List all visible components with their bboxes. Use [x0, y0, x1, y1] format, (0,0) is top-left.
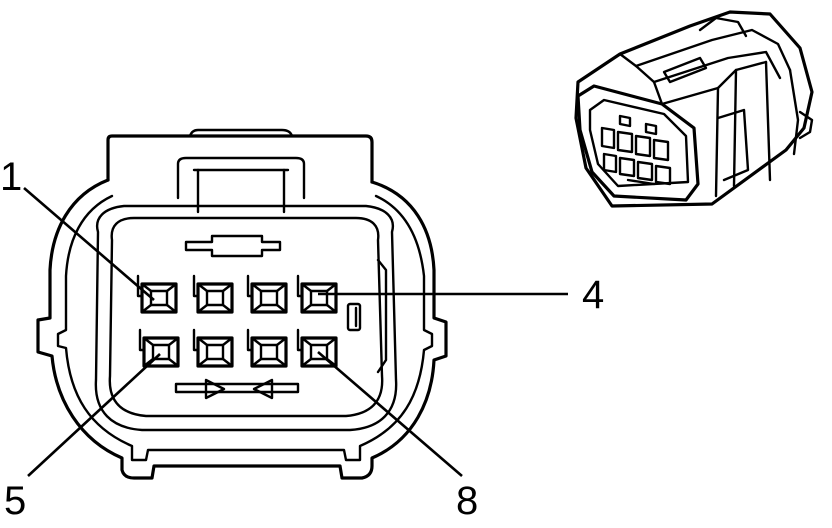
bottom-key-bar — [174, 382, 300, 394]
latch-inner — [176, 156, 306, 200]
iso-front-face — [576, 84, 700, 202]
side-key — [346, 302, 362, 332]
terminal-cavity — [246, 274, 288, 314]
callout-pin-8: 8 — [456, 479, 478, 523]
iso-terminal-cavities — [600, 126, 672, 186]
inner-seal — [94, 204, 398, 432]
terminal-cavity — [296, 274, 338, 314]
housing-ring — [56, 194, 434, 462]
terminal-cavity — [192, 274, 234, 314]
callout-pin-1: 1 — [0, 155, 22, 199]
leader-line-pin-5 — [27, 353, 161, 477]
terminal-cavity — [136, 274, 178, 314]
leader-line-pin-1 — [23, 187, 155, 301]
terminal-cavity — [138, 328, 180, 368]
iso-top-surface — [574, 10, 814, 208]
callout-pin-5: 5 — [4, 479, 26, 523]
terminal-cavity — [246, 328, 288, 368]
terminal-row-bottom — [138, 328, 338, 368]
leader-line-pin-8 — [317, 351, 463, 477]
top-key-bar — [184, 234, 282, 258]
terminal-cavity — [296, 328, 338, 368]
bottom-key-arrow-left — [252, 378, 274, 400]
terminal-cavity — [192, 328, 234, 368]
terminal-row-top — [136, 274, 338, 314]
outer-housing — [36, 178, 448, 480]
bottom-key-arrow-right — [204, 378, 226, 400]
connector-face-view: 1 4 5 8 — [0, 128, 604, 523]
callout-pin-4: 4 — [582, 273, 604, 317]
connector-isometric-view — [574, 10, 814, 208]
top-latch — [106, 134, 374, 184]
